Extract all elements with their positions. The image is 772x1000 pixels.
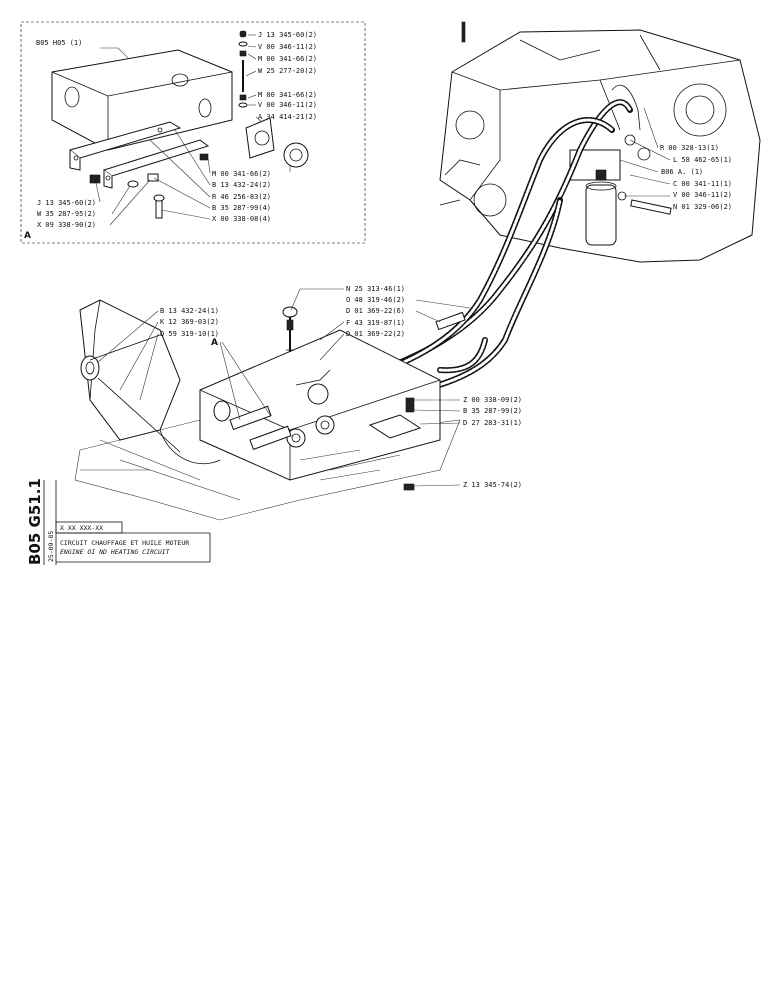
inset-label-6: V 00 346-11(2) bbox=[258, 101, 317, 109]
connector-parts bbox=[89, 117, 309, 219]
left-callouts: B 13 432-24(1) K 12 369-03(2) D 59 319-1… bbox=[97, 307, 271, 421]
inset-label-14: W 35 287-95(2) bbox=[37, 210, 96, 218]
lower-assembly bbox=[74, 299, 461, 521]
hose-label-1: N 25 313-46(1) bbox=[346, 285, 405, 293]
inset-label-9: B 13 432-24(2) bbox=[212, 181, 271, 189]
engine-block bbox=[439, 21, 761, 263]
heater-unit bbox=[199, 306, 441, 491]
inset-label-11: B 35 287-99(4) bbox=[212, 204, 271, 212]
engine-label-1: R 00 328-13(1) bbox=[660, 144, 719, 152]
inset-label-1: J 13 345-60(2) bbox=[258, 31, 317, 39]
right-label-4: Z 13 345-74(2) bbox=[463, 481, 522, 489]
hose-label-4: F 43 319-87(1) bbox=[346, 319, 405, 327]
right-label-2: B 35 287-99(2) bbox=[463, 407, 522, 415]
title-block: B05 G51.1 25-09-85 X XX XXX-XX CIRCUIT C… bbox=[26, 478, 211, 565]
right-label-1: Z 00 338-09(2) bbox=[463, 396, 522, 404]
main-view-letter: A bbox=[211, 338, 218, 348]
title-english: ENGINE OI ND HEATING CIRCUIT bbox=[60, 548, 171, 556]
engine-label-4: C 00 341-11(1) bbox=[673, 180, 732, 188]
inset-label-4: W 25 277-20(2) bbox=[258, 67, 317, 75]
left-label-3: D 59 319-10(1) bbox=[160, 330, 219, 338]
inset-label-7: A 34 414-21(2) bbox=[258, 113, 317, 121]
inset-label-3: M 00 341-66(2) bbox=[258, 55, 317, 63]
inset-label-5: M 00 341-66(2) bbox=[258, 91, 317, 99]
title-french: CIRCUIT CHAUFFAGE ET HUILE MOTEUR bbox=[60, 539, 189, 547]
inset-detail-a: A B05 H05 (1) bbox=[20, 21, 366, 244]
right-label-3: D 27 283-31(1) bbox=[463, 419, 522, 427]
engine-label-2: L 58 462-65(1) bbox=[673, 156, 732, 164]
page-code: B05 G51.1 bbox=[26, 478, 44, 565]
bolt-stack bbox=[238, 30, 248, 108]
left-label-1: B 13 432-24(1) bbox=[160, 307, 219, 315]
engine-callouts: R 00 328-13(1) L 58 462-65(1) B06 A. (1)… bbox=[619, 107, 732, 211]
ref-number: X XX XXX-XX bbox=[60, 524, 103, 532]
engine-label-6: N 01 329-06(2) bbox=[673, 203, 732, 211]
inset-label-2: V 00 346-11(2) bbox=[258, 43, 317, 51]
inset-label-15: X 09 338-90(2) bbox=[37, 221, 96, 229]
inset-view-letter: A bbox=[24, 231, 31, 241]
inset-label-8: M 00 341-66(2) bbox=[212, 170, 271, 178]
mounting-brackets bbox=[68, 121, 210, 189]
engine-label-5: V 00 346-11(2) bbox=[673, 191, 732, 199]
inset-label-13: J 13 345-60(2) bbox=[37, 199, 96, 207]
inset-label-12: X 00 338-08(4) bbox=[212, 215, 271, 223]
inset-label-10: R 46 256-83(2) bbox=[212, 193, 271, 201]
hose-callouts: N 25 313-46(1) O 48 319-46(2) D 01 369-2… bbox=[290, 285, 471, 361]
left-label-2: K 12 369-03(2) bbox=[160, 318, 219, 326]
inset-assembly-ref: B05 H05 (1) bbox=[36, 39, 82, 47]
hose-label-3: D 01 369-22(6) bbox=[346, 307, 405, 315]
drawing-date: 25-09-85 bbox=[47, 531, 55, 562]
engine-label-3: B06 A. (1) bbox=[661, 168, 703, 176]
inset-frame bbox=[20, 21, 366, 244]
hose-label-5: D 01 369-22(2) bbox=[346, 330, 405, 338]
hose-label-2: O 48 319-46(2) bbox=[346, 296, 405, 304]
right-callouts: Z 00 338-09(2) B 35 287-99(2) D 27 283-3… bbox=[413, 396, 522, 489]
inset-leaders bbox=[95, 34, 291, 226]
